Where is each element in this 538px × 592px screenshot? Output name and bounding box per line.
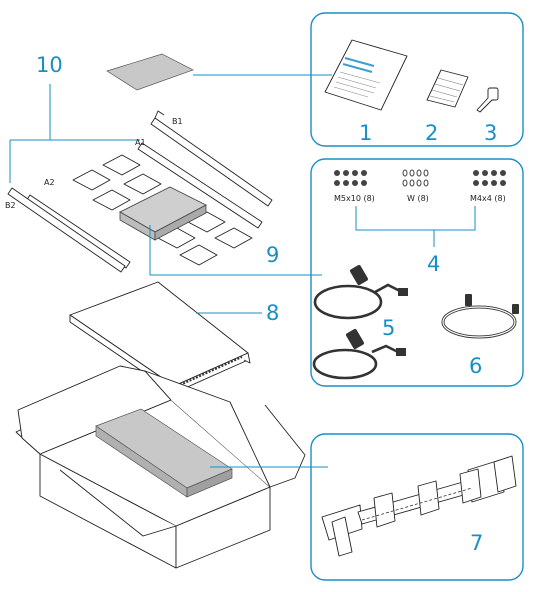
label-b2: B2 xyxy=(5,201,16,210)
document-bag xyxy=(106,53,194,91)
callout-10: 10 xyxy=(36,53,63,77)
rail-b2 xyxy=(7,187,126,273)
callout-4: 4 xyxy=(427,252,440,276)
callout-9: 9 xyxy=(266,243,279,267)
callout-7: 7 xyxy=(470,531,483,555)
box-documents xyxy=(310,12,524,147)
callout-8: 8 xyxy=(266,301,279,325)
power-cord-1 xyxy=(313,264,408,320)
label-sheet xyxy=(426,69,469,108)
leader-9 xyxy=(149,225,322,276)
key xyxy=(476,87,499,113)
manual-booklet xyxy=(324,39,408,111)
callout-6: 6 xyxy=(469,354,482,378)
callout-1: 1 xyxy=(359,121,372,145)
leader-10 xyxy=(9,84,140,183)
label-m5x10: M5x10 (8) xyxy=(334,194,375,203)
cable-management-arm xyxy=(321,455,517,557)
rail-a1 xyxy=(137,142,263,229)
leader-4 xyxy=(355,206,476,247)
label-a2: A2 xyxy=(44,178,55,187)
label-w: W (8) xyxy=(407,194,429,203)
drive-box xyxy=(119,186,207,241)
washers-w xyxy=(402,169,429,187)
box-hardware xyxy=(310,158,524,387)
label-a1: A1 xyxy=(135,138,146,147)
label-m4x4: M4x4 (8) xyxy=(470,194,506,203)
box-cable-arm xyxy=(310,433,524,581)
screws-m4x4 xyxy=(473,170,506,186)
screws-m5x10 xyxy=(334,170,367,186)
power-cord-2 xyxy=(312,328,406,380)
callout-3: 3 xyxy=(484,121,497,145)
foam-insert xyxy=(95,408,233,498)
callout-2: 2 xyxy=(425,121,438,145)
ethernet-cable xyxy=(441,294,519,339)
label-b1: B1 xyxy=(172,117,183,126)
drive-carriers xyxy=(72,154,253,266)
callout-5: 5 xyxy=(382,316,395,340)
rail-b1 xyxy=(150,110,273,207)
